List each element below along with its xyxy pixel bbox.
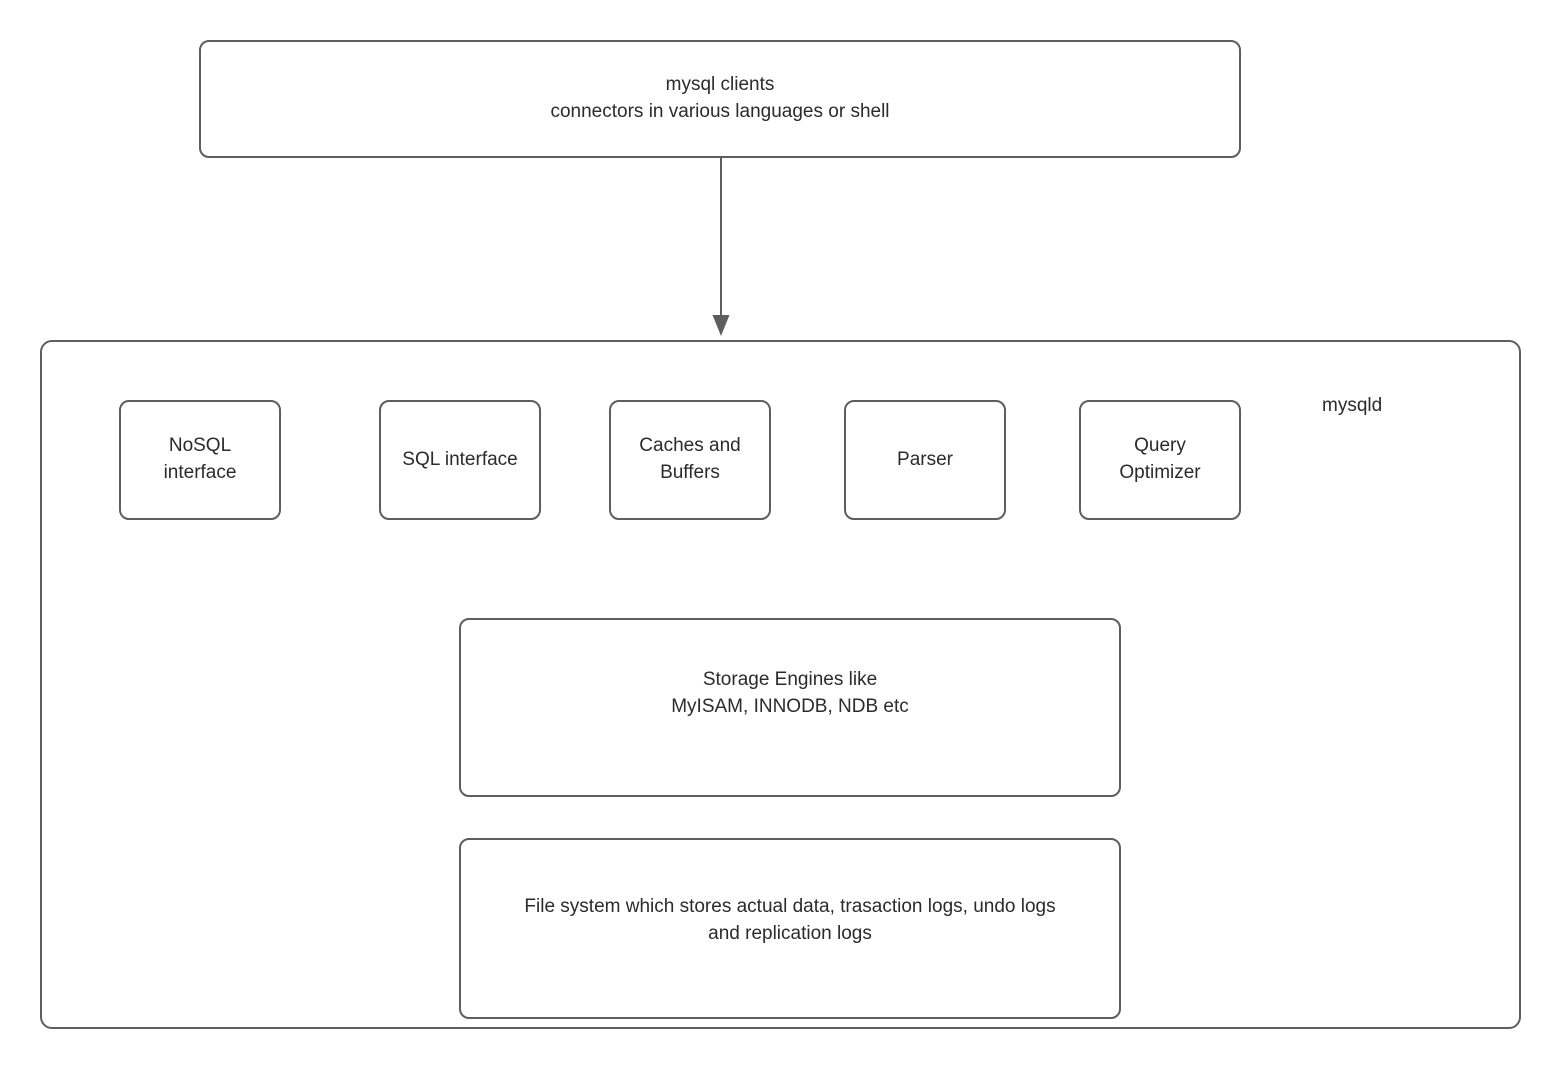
sql-interface-label: SQL interface — [402, 448, 518, 470]
mysqld-label: mysqld — [1322, 395, 1383, 416]
parser-label: Parser — [897, 448, 953, 470]
file-system-label: File system which stores actual data, tr… — [524, 895, 1056, 944]
query-optimizer-label: Query Optimizer — [1119, 435, 1201, 483]
sql-interface-box[interactable]: SQL interface — [379, 400, 541, 520]
file-system-box[interactable]: File system which stores actual data, tr… — [459, 838, 1121, 1019]
nosql-interface-box[interactable]: NoSQL interface — [119, 400, 281, 520]
storage-engines-box[interactable]: Storage Engines like MyISAM, INNODB, NDB… — [459, 618, 1121, 797]
mysql-clients-box[interactable]: mysql clients connectors in various lang… — [199, 40, 1241, 158]
caches-and-buffers-box[interactable]: Caches and Buffers — [609, 400, 771, 520]
query-optimizer-box[interactable]: Query Optimizer — [1079, 400, 1241, 520]
caches-and-buffers-label: Caches and Buffers — [639, 435, 741, 483]
storage-engines-label: Storage Engines like MyISAM, INNODB, NDB… — [671, 668, 909, 717]
nosql-interface-label: NoSQL interface — [163, 435, 237, 483]
parser-box[interactable]: Parser — [844, 400, 1006, 520]
mysql-clients-label: mysql clients connectors in various lang… — [550, 74, 890, 122]
arrow-clients-to-mysqld-icon — [712, 158, 730, 336]
